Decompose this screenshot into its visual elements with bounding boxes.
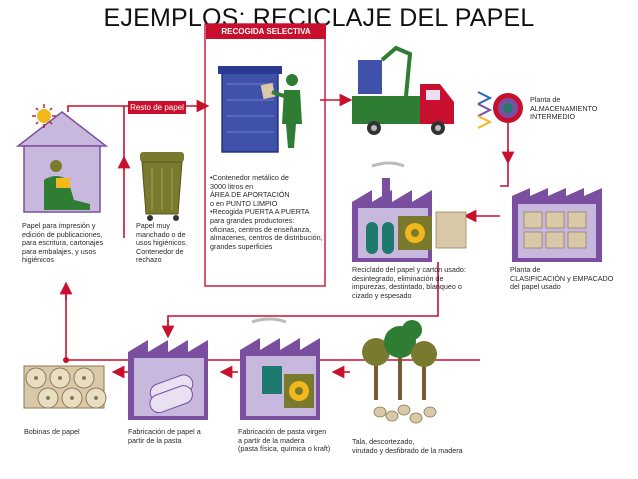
truck-icon bbox=[352, 45, 454, 135]
recycling-plant-icon bbox=[352, 161, 467, 262]
paper-rolls-icon bbox=[23, 365, 107, 409]
label-bobinas: Bobinas de papel bbox=[24, 427, 80, 436]
label-tala: Tala, descortezado,virutado y desfibrado… bbox=[352, 437, 463, 455]
pulp-factory-icon bbox=[240, 317, 320, 420]
connector-dot bbox=[63, 357, 69, 363]
logs-icon bbox=[373, 404, 437, 424]
trees-icon bbox=[362, 320, 437, 400]
recogida-selectiva-header: RECOGIDA SELECTIVA bbox=[206, 24, 326, 39]
label-reciclado: Reciclado del papel y cartón usado:desin… bbox=[352, 265, 466, 300]
person-icon bbox=[271, 74, 302, 148]
house-icon bbox=[15, 111, 109, 213]
classification-plant-icon bbox=[512, 188, 602, 262]
flow-connectors bbox=[59, 93, 515, 379]
metal-container-icon bbox=[218, 66, 282, 153]
rejection-bin-icon bbox=[140, 152, 184, 221]
connector-house-top bbox=[67, 105, 128, 112]
paper-factory-icon bbox=[128, 340, 208, 420]
connector-right-vertical bbox=[500, 108, 509, 187]
storage-target-icon bbox=[477, 91, 523, 129]
sun-icon bbox=[32, 104, 56, 128]
resto-de-papel-tag: Resto de papel bbox=[128, 101, 186, 114]
